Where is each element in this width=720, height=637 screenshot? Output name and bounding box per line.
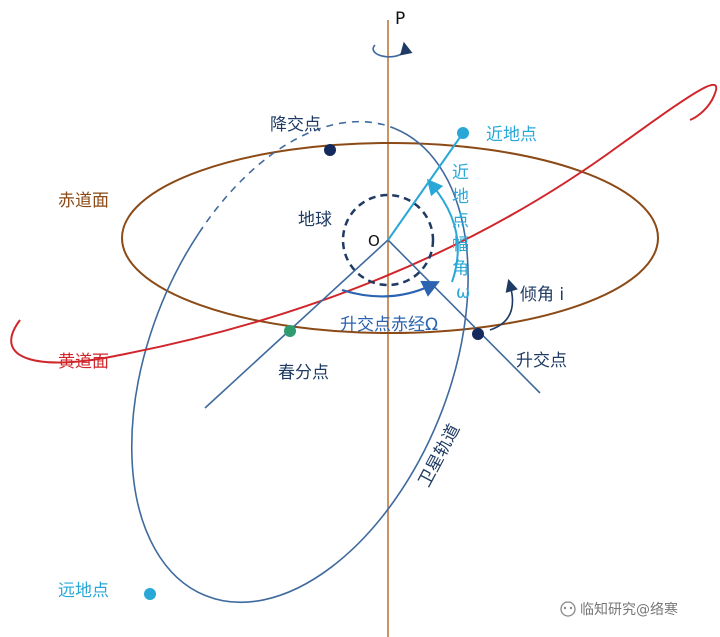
equatorial-plane bbox=[121, 142, 659, 334]
raan-arc bbox=[341, 280, 440, 298]
arg-perigee-label: 近 地 点 幅 角 ω bbox=[452, 163, 470, 303]
perigee-point bbox=[457, 127, 469, 139]
apogee-label: 远地点 bbox=[58, 581, 109, 601]
perigee-line bbox=[387, 132, 464, 241]
origin-label: O bbox=[368, 232, 380, 250]
rotation-arrow-icon bbox=[372, 41, 413, 58]
arg-perigee-char: 幅 bbox=[452, 235, 469, 255]
arg-perigee-char: ω bbox=[456, 283, 470, 303]
wechat-icon bbox=[560, 601, 576, 617]
earth-label: 地球 bbox=[298, 210, 332, 230]
arg-perigee-char: 角 bbox=[452, 259, 469, 279]
earth-circle bbox=[341, 193, 435, 287]
vernal-equinox-line bbox=[204, 239, 389, 409]
arg-perigee-char: 地 bbox=[452, 187, 469, 207]
descending-node-label: 降交点 bbox=[270, 115, 321, 135]
satellite-orbit bbox=[130, 120, 469, 604]
inclination-arc bbox=[489, 278, 518, 331]
inclination-label: 倾角 i bbox=[520, 285, 564, 305]
vernal-equinox-point bbox=[284, 325, 296, 337]
arg-perigee-char: 点 bbox=[452, 211, 469, 231]
ecliptic-plane-label: 黄道面 bbox=[58, 352, 109, 372]
wechat-icon-dot bbox=[569, 606, 573, 610]
pole-label: P bbox=[395, 9, 405, 29]
vernal-equinox-label: 春分点 bbox=[278, 363, 329, 383]
perigee-label: 近地点 bbox=[486, 125, 537, 145]
apogee-point bbox=[144, 588, 156, 600]
ascending-node-point bbox=[472, 328, 484, 340]
descending-node-point bbox=[324, 144, 336, 156]
watermark-text: 临知研究@络寒 bbox=[580, 601, 678, 618]
equator-plane-label: 赤道面 bbox=[58, 191, 109, 211]
ascending-node-label: 升交点 bbox=[516, 351, 567, 371]
raan-label: 升交点赤经Ω bbox=[340, 315, 438, 335]
node-line bbox=[387, 239, 541, 394]
watermark: 临知研究@络寒 bbox=[560, 601, 678, 618]
wechat-icon-dot bbox=[563, 606, 567, 610]
arg-perigee-char: 近 bbox=[452, 163, 469, 183]
arg-perigee-arc bbox=[426, 178, 459, 283]
ecliptic-curve bbox=[10, 83, 718, 364]
